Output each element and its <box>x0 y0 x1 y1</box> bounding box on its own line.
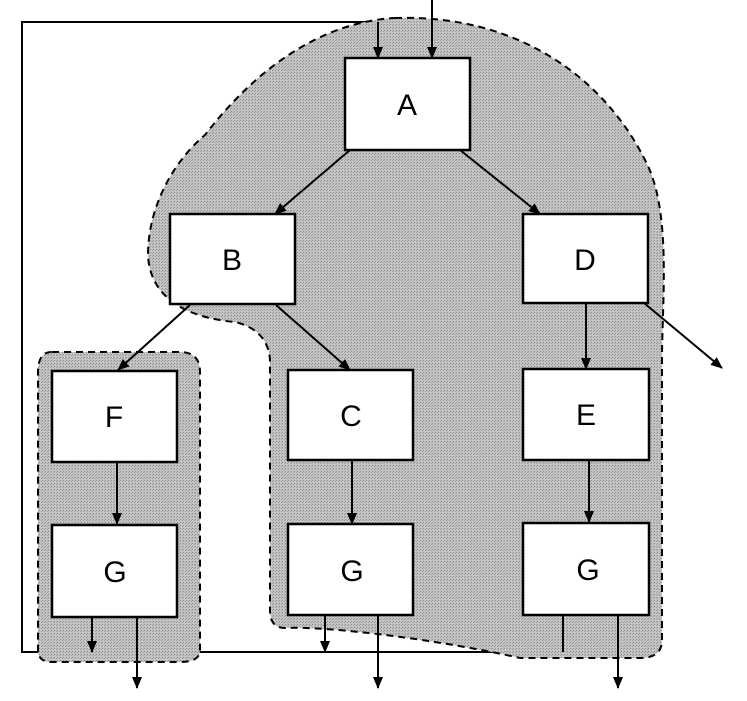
edge-b-f <box>117 304 191 371</box>
node-e: E <box>521 367 651 462</box>
outer-frame <box>21 21 565 653</box>
node-g-left-label: G <box>103 556 126 589</box>
node-g-middle: G <box>286 522 415 617</box>
edge-d-exit <box>643 302 723 369</box>
node-d: D <box>521 212 650 305</box>
node-f-label: F <box>105 401 123 434</box>
node-b: B <box>168 212 297 306</box>
edge-a-b <box>274 149 351 215</box>
node-a-label: A <box>397 89 417 122</box>
edge-a-d <box>459 149 541 215</box>
main-cluster-region <box>146 16 665 659</box>
node-f: F <box>50 369 179 464</box>
node-g-right: G <box>521 521 651 617</box>
node-c: C <box>286 368 415 462</box>
edges <box>87 0 723 689</box>
node-c-label: C <box>340 400 362 433</box>
node-d-label: D <box>574 244 596 277</box>
node-g-left: G <box>50 523 179 619</box>
node-g-right-label: G <box>576 554 599 587</box>
node-a: A <box>343 56 472 152</box>
node-b-label: B <box>222 244 242 277</box>
node-g-middle-label: G <box>340 555 363 588</box>
edge-b-c <box>275 304 351 371</box>
node-e-label: E <box>576 399 596 432</box>
